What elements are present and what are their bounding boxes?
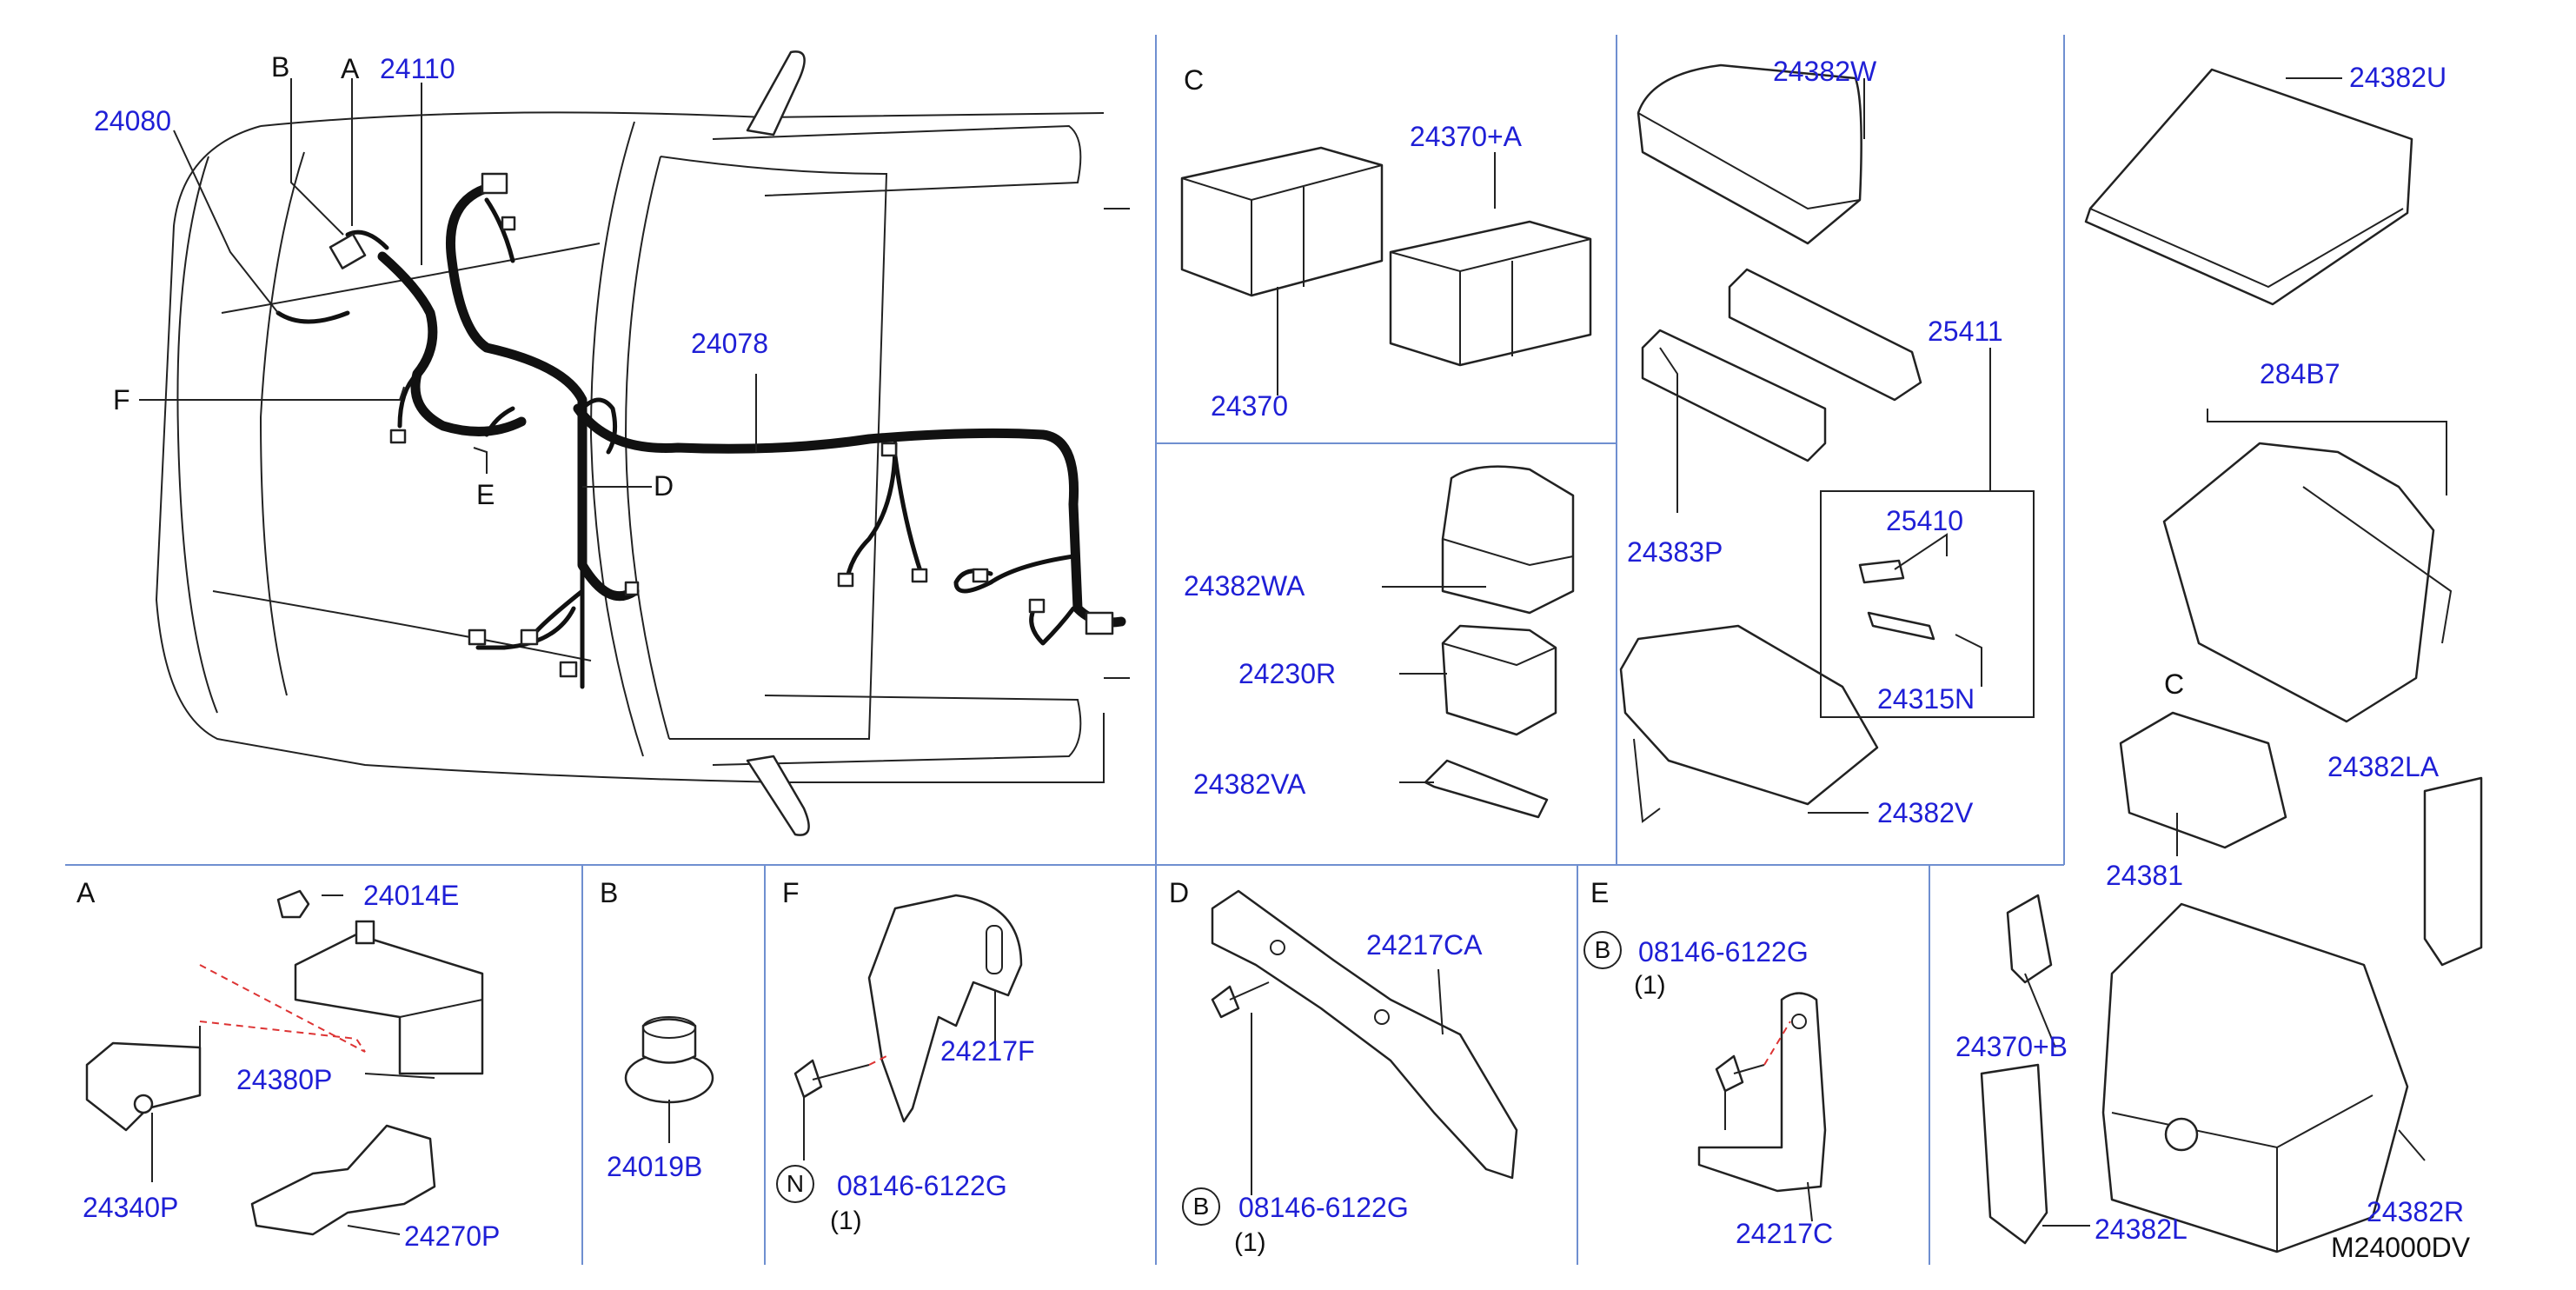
- bolt-marker-b-e: B: [1583, 931, 1622, 969]
- part-label-24382wa: 24382WA: [1184, 570, 1305, 602]
- section-b-part: [624, 1016, 714, 1104]
- part-label-24382la: 24382LA: [2327, 751, 2440, 782]
- part-label-24382l: 24382L: [2095, 1214, 2188, 1245]
- section-label-b: B: [600, 877, 619, 908]
- callout-e: E: [476, 479, 495, 510]
- part-label-24217ca: 24217CA: [1366, 929, 1483, 961]
- section-label-a: A: [76, 877, 96, 908]
- part-label-08146-6122g-d: 08146-6122G: [1238, 1192, 1409, 1223]
- part-label-24217f: 24217F: [940, 1035, 1035, 1067]
- part-label-24382va: 24382VA: [1193, 768, 1306, 800]
- section-d-bracket: [1211, 889, 1518, 1180]
- part-label-24383p: 24383P: [1627, 536, 1723, 568]
- part-label-24382u: 24382U: [2349, 62, 2447, 93]
- fuse-block-parts: [1619, 63, 2035, 823]
- bolt-marker-b-d: B: [1182, 1187, 1220, 1226]
- section-f-bracket: [793, 894, 1023, 1123]
- part-label-24019b: 24019B: [607, 1151, 703, 1182]
- part-label-24014e: 24014E: [363, 880, 460, 911]
- quantity-d: (1): [1234, 1228, 1266, 1257]
- part-label-24370-b: 24370+B: [1955, 1031, 2068, 1062]
- section-label-c: C: [1184, 64, 1205, 96]
- part-label-24380p: 24380P: [236, 1064, 333, 1095]
- bolt-marker-n: N: [776, 1165, 814, 1203]
- part-label-24217c: 24217C: [1736, 1218, 1834, 1249]
- wiring-harness: [276, 172, 1126, 689]
- callout-d: D: [654, 470, 674, 502]
- part-label-24270p: 24270P: [404, 1220, 501, 1252]
- section-label-c-small: C: [2164, 668, 2185, 700]
- diagram-code: M24000DV: [2331, 1232, 2471, 1263]
- part-label-24382v: 24382V: [1877, 797, 1974, 828]
- section-label-f: F: [782, 877, 800, 908]
- callout-a: A: [341, 53, 360, 84]
- part-label-25410: 25410: [1886, 505, 1963, 536]
- part-label-08146-6122g-f: 08146-6122G: [837, 1170, 1007, 1201]
- part-label-24370: 24370: [1211, 390, 1288, 422]
- part-label-24315n: 24315N: [1877, 683, 1975, 715]
- section-a-parts: [85, 889, 484, 1236]
- section-label-e: E: [1590, 877, 1610, 908]
- part-label-24230r: 24230R: [1238, 658, 1337, 689]
- part-label-08146-6122g-e: 08146-6122G: [1638, 936, 1809, 968]
- leader-lines: [139, 77, 2447, 1235]
- section-e-bracket: [1697, 992, 1827, 1193]
- part-label-24340p: 24340P: [83, 1192, 179, 1223]
- part-label-25411: 25411: [1928, 316, 2003, 347]
- part-label-24370-a: 24370+A: [1410, 121, 1523, 152]
- relay-group-c: [1180, 146, 1592, 819]
- quantity-f: (1): [830, 1207, 862, 1235]
- callout-f: F: [113, 384, 130, 416]
- part-label-24078: 24078: [691, 328, 768, 359]
- part-label-24382w: 24382W: [1773, 56, 1877, 87]
- section-label-d: D: [1169, 877, 1190, 908]
- callout-b: B: [271, 51, 290, 83]
- car-body-outline: [155, 50, 1130, 836]
- part-label-24080: 24080: [94, 105, 171, 136]
- quantity-e: (1): [1634, 971, 1666, 1000]
- part-label-284b7: 284B7: [2260, 358, 2340, 389]
- part-label-24381: 24381: [2106, 860, 2183, 891]
- section-dividers: [65, 35, 2065, 1265]
- cover-box-parts: [1980, 68, 2483, 1253]
- part-label-24110: 24110: [380, 53, 455, 84]
- part-label-24382r: 24382R: [2367, 1196, 2465, 1227]
